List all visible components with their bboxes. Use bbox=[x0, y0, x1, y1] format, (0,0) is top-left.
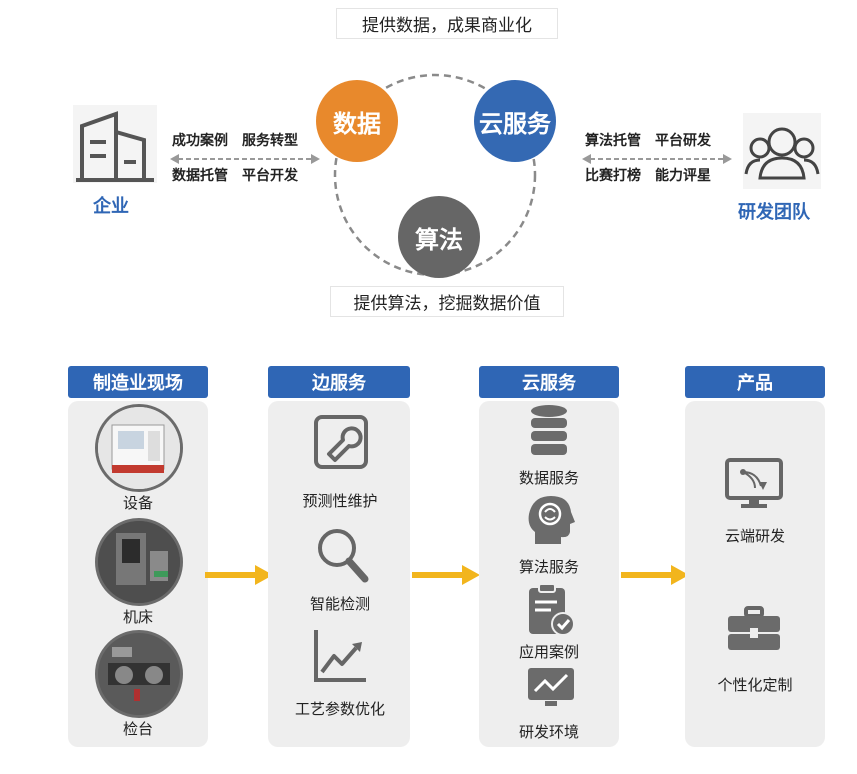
rd-arrow bbox=[582, 150, 732, 169]
rd-label-top: 算法托管 平台研发 bbox=[585, 133, 711, 149]
rd-label-bottom: 比赛打榜 能力评星 bbox=[585, 168, 711, 184]
enterprise-name: 企业 bbox=[93, 196, 129, 217]
enterprise-arrow bbox=[170, 150, 320, 169]
test-bench-label: 检台 bbox=[122, 720, 154, 738]
trend-chart-icon bbox=[312, 628, 368, 688]
flow-arrow-3 bbox=[621, 565, 689, 585]
data-service-label: 数据服务 bbox=[518, 469, 580, 487]
briefcase-icon bbox=[726, 606, 782, 656]
cloud-rd-label: 云端研发 bbox=[724, 527, 786, 545]
machine-tool-photo bbox=[95, 518, 183, 606]
customization-label: 个性化定制 bbox=[717, 676, 793, 694]
col-cloud-header: 云服务 bbox=[479, 366, 619, 398]
bottom-caption: 提供算法，挖掘数据价值 bbox=[330, 286, 564, 317]
process-optimization-label: 工艺参数优化 bbox=[294, 700, 386, 718]
test-bench-photo bbox=[95, 630, 183, 718]
enterprise-label-bottom: 数据托管 平台开发 bbox=[172, 168, 298, 184]
equipment-photo bbox=[95, 404, 183, 492]
team-icon bbox=[742, 112, 822, 194]
enterprise-label-top: 成功案例 服务转型 bbox=[172, 133, 298, 149]
circle-cloud-label: 云服务 bbox=[479, 109, 551, 138]
flow-arrow-2 bbox=[412, 565, 480, 585]
application-case-label: 应用案例 bbox=[518, 643, 580, 661]
dev-environment-label: 研发环境 bbox=[518, 723, 580, 741]
col-manufacturing-header: 制造业现场 bbox=[68, 366, 208, 398]
circle-algorithm-label: 算法 bbox=[415, 225, 463, 254]
magnifier-icon bbox=[315, 526, 369, 588]
circle-data: 数据 bbox=[316, 80, 398, 162]
top-caption: 提供数据，成果商业化 bbox=[336, 8, 558, 39]
building-icon bbox=[72, 104, 158, 188]
monitor-network-icon bbox=[725, 458, 783, 514]
flow-arrow-1 bbox=[205, 565, 273, 585]
circle-algorithm: 算法 bbox=[398, 196, 480, 278]
machine-tool-label: 机床 bbox=[122, 608, 154, 626]
circle-data-label: 数据 bbox=[333, 109, 381, 138]
predictive-maintenance-label: 预测性维护 bbox=[302, 492, 378, 510]
smart-detection-label: 智能检测 bbox=[309, 595, 371, 613]
col-product-header: 产品 bbox=[685, 366, 825, 398]
col-product-panel bbox=[685, 401, 825, 747]
col-edge-header: 边服务 bbox=[268, 366, 410, 398]
circle-cloud: 云服务 bbox=[474, 80, 556, 162]
brain-head-icon bbox=[525, 492, 575, 550]
clipboard-check-icon bbox=[527, 582, 575, 642]
monitor-chart-icon bbox=[527, 667, 575, 713]
wrench-icon bbox=[313, 414, 369, 474]
algorithm-service-label: 算法服务 bbox=[518, 558, 580, 576]
rd-team-name: 研发团队 bbox=[738, 202, 810, 223]
database-icon bbox=[530, 404, 568, 460]
equipment-label: 设备 bbox=[122, 494, 154, 512]
